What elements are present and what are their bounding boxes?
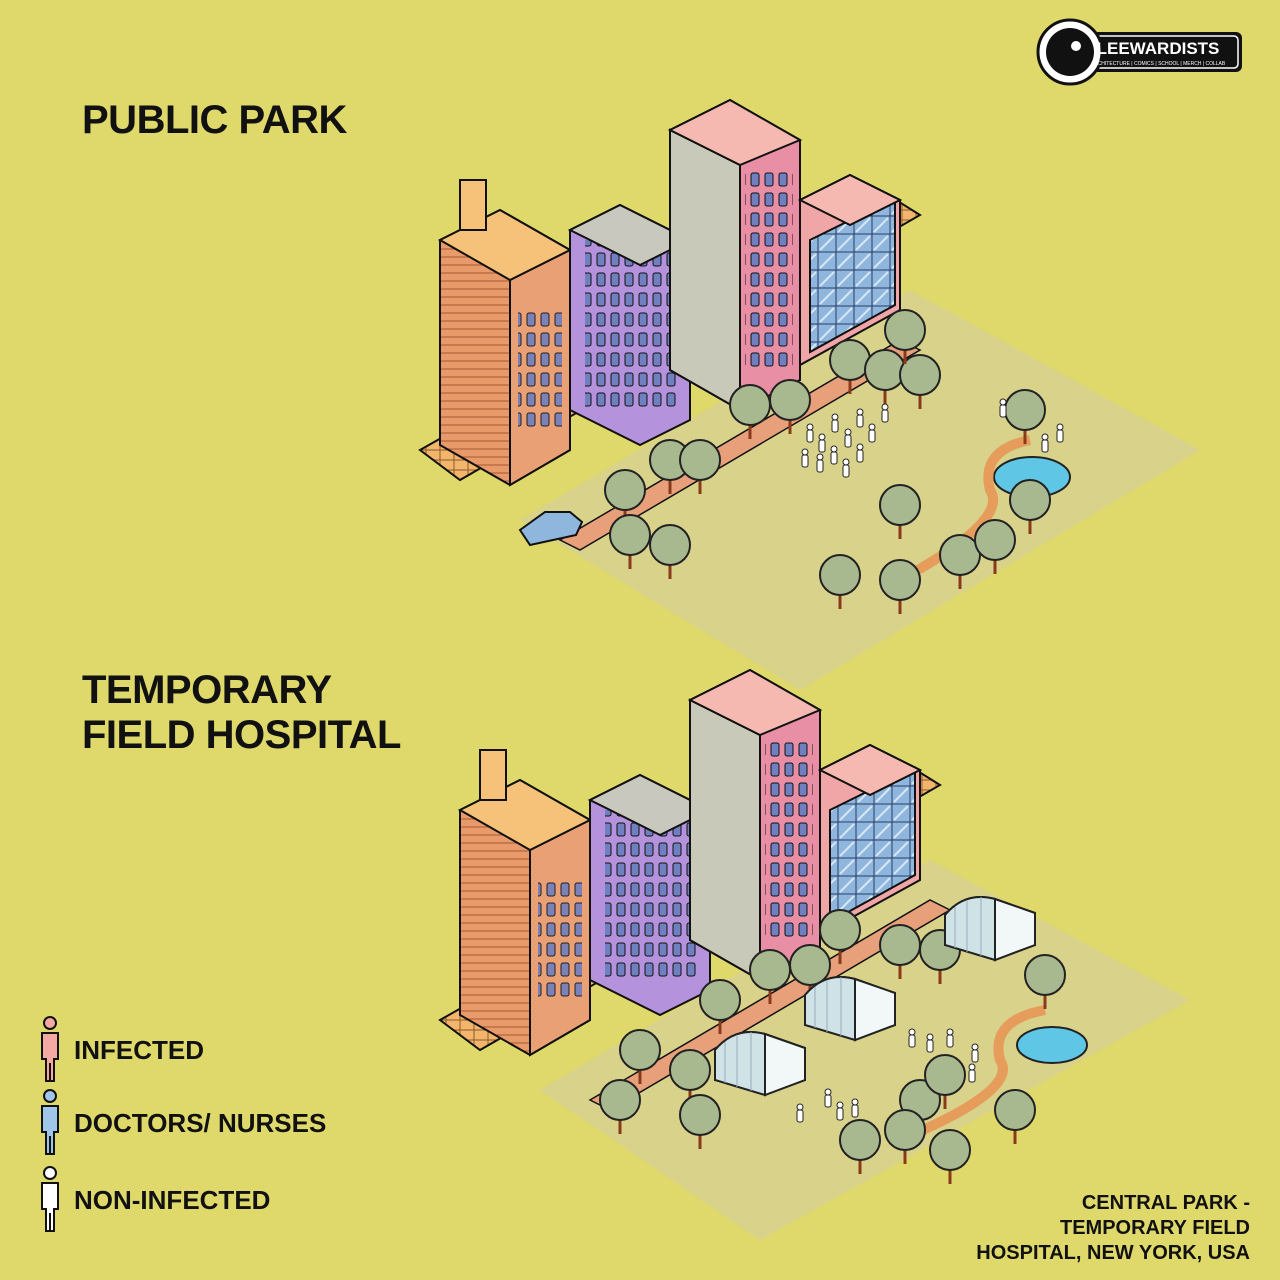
person-icon	[41, 1166, 59, 1232]
legend-item-doctors: DOCTORS/ NURSES	[38, 1088, 438, 1158]
public-park-scene	[419, 99, 1200, 690]
caption-line-1: CENTRAL PARK -	[1081, 1192, 1250, 1214]
legend-item-non-infected: NON-INFECTED	[38, 1165, 438, 1235]
person-icon	[41, 1089, 59, 1155]
section-title-public-park: PUBLIC PARK	[82, 98, 347, 142]
legend-item-infected: INFECTED	[38, 1015, 438, 1085]
caption: CENTRAL PARK - TEMPORARY FIELD HOSPITAL,…	[920, 1191, 1250, 1266]
field-hospital-scene	[439, 669, 1190, 1240]
person-icon	[41, 1016, 59, 1082]
walking-path-2	[898, 1005, 1046, 1145]
brand-logo: LEEWARDISTS ARCHITECTURE | COMICS | SCHO…	[1036, 18, 1242, 86]
brand-name: LEEWARDISTS	[1097, 39, 1220, 58]
title-line-2: FIELD HOSPITAL	[82, 712, 401, 757]
title-line-1: TEMPORARY	[82, 668, 332, 712]
caption-line-2: TEMPORARY FIELD	[1059, 1217, 1250, 1239]
hospital-ground	[540, 860, 1190, 1240]
pond-2	[1016, 1026, 1088, 1064]
brand-tagline: ARCHITECTURE | COMICS | SCHOOL | MERCH |…	[1091, 61, 1226, 67]
legend-label-doctors: DOCTORS/ NURSES	[74, 1108, 327, 1138]
car-icon	[518, 511, 584, 547]
legend-label-non-infected: NON-INFECTED	[74, 1185, 271, 1215]
caption-line-3: HOSPITAL, NEW YORK, USA	[976, 1242, 1250, 1264]
section-title-field-hospital: TEMPORARY FIELD HOSPITAL	[82, 668, 401, 758]
legend-label-infected: INFECTED	[74, 1035, 204, 1065]
logo-face-icon	[1046, 28, 1094, 76]
